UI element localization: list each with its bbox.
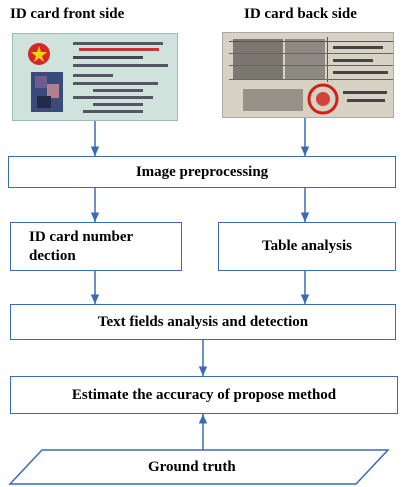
ground-truth-label: Ground truth xyxy=(148,459,236,475)
id-card-front-image xyxy=(12,33,178,121)
id-card-back-image xyxy=(222,32,394,118)
text-fields-analysis-box: Text fields analysis and detection xyxy=(10,304,396,340)
image-preprocessing-box: Image preprocessing xyxy=(8,156,396,188)
id-card-back-icon xyxy=(223,33,393,117)
back-side-title: ID card back side xyxy=(244,6,357,22)
id-number-detection-label-line2: dection xyxy=(29,247,76,264)
accuracy-estimation-box: Estimate the accuracy of propose method xyxy=(10,376,398,414)
table-analysis-label: Table analysis xyxy=(262,238,352,255)
ground-truth-parallelogram xyxy=(8,449,390,485)
id-card-front-icon xyxy=(13,34,177,120)
accuracy-estimation-label: Estimate the accuracy of propose method xyxy=(71,386,337,403)
text-fields-analysis-label: Text fields analysis and detection xyxy=(97,313,309,330)
front-side-title: ID card front side xyxy=(10,6,125,22)
id-number-detection-box: ID card number dection xyxy=(10,222,182,271)
id-number-detection-label-line1: ID card number xyxy=(29,228,134,245)
image-preprocessing-label: Image preprocessing xyxy=(135,163,269,180)
table-analysis-box: Table analysis xyxy=(218,222,396,271)
